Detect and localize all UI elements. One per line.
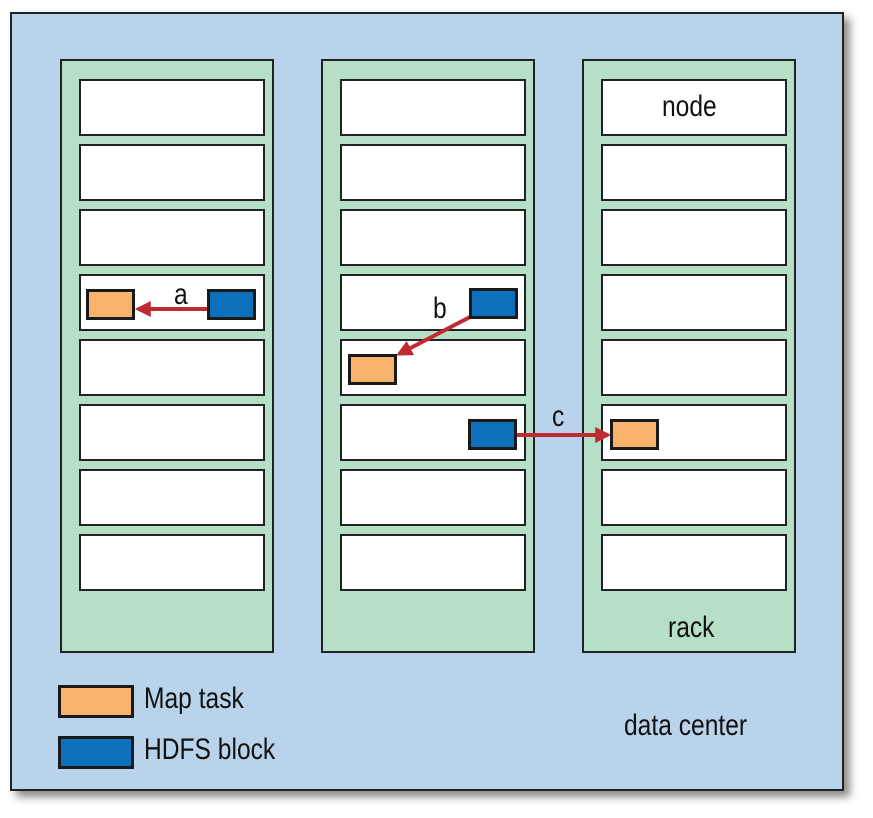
legend-hdfs-block-swatch	[58, 736, 134, 769]
arrows-layer	[134, 301, 612, 443]
map-task-b	[348, 354, 397, 385]
legend-hdfs-block-label: HDFS block	[144, 733, 276, 766]
map-task-a	[86, 289, 135, 320]
rack-1	[60, 59, 274, 653]
label-b: b	[433, 292, 447, 325]
hdfs-block-a	[207, 289, 256, 320]
node	[601, 209, 787, 266]
node	[601, 534, 787, 591]
node	[79, 469, 265, 526]
data-center: node rack data center Map task HDFS bloc…	[10, 12, 844, 791]
rack-label: rack	[668, 611, 715, 644]
node: node	[601, 79, 787, 136]
node	[601, 274, 787, 331]
legend-map-task-label: Map task	[144, 682, 244, 715]
node	[340, 469, 526, 526]
node	[340, 79, 526, 136]
node	[79, 339, 265, 396]
label-c: c	[552, 400, 565, 433]
node	[79, 79, 265, 136]
hdfs-block-c	[468, 419, 517, 450]
node	[601, 339, 787, 396]
node	[340, 404, 526, 461]
arrow-b	[396, 315, 471, 356]
node	[340, 144, 526, 201]
node-label: node	[662, 90, 717, 123]
node	[340, 534, 526, 591]
node	[601, 469, 787, 526]
data-center-label: data center	[624, 709, 748, 742]
legend-map-task-swatch	[58, 685, 134, 718]
map-task-c	[610, 419, 659, 450]
node	[340, 209, 526, 266]
rack-3: node rack	[582, 59, 796, 653]
label-a: a	[174, 278, 188, 311]
node	[79, 404, 265, 461]
node	[79, 534, 265, 591]
node	[79, 144, 265, 201]
node	[79, 209, 265, 266]
node	[601, 144, 787, 201]
hdfs-block-b	[469, 288, 518, 319]
